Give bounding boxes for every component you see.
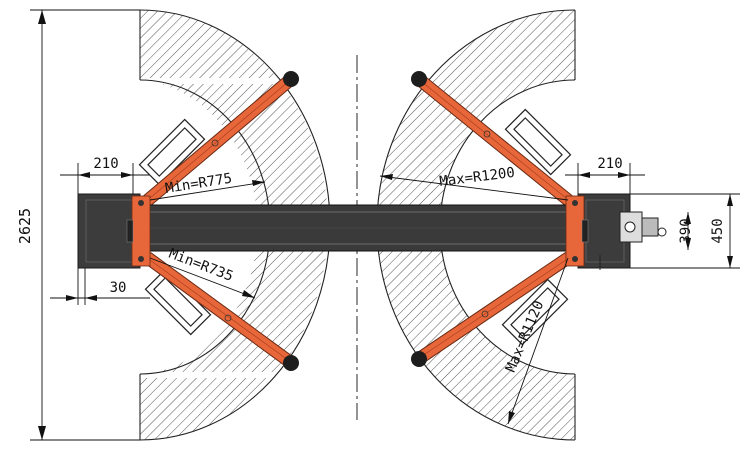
arm-left-upper — [141, 71, 299, 207]
outer-height-label: 450 — [710, 218, 726, 243]
inner-height-dimension: 390 — [630, 193, 700, 269]
lift-arms — [141, 71, 575, 371]
cross-beam — [139, 204, 579, 252]
inner-height-label: 390 — [678, 218, 694, 243]
outer-height-dimension: 450 — [700, 193, 740, 269]
left-post — [77, 193, 151, 269]
power-unit — [599, 211, 667, 270]
right-post-width-label: 210 — [597, 156, 622, 172]
overall-height-dimension: 2625 — [16, 9, 140, 441]
arm-right-upper — [411, 71, 575, 207]
left-post-width-label: 210 — [93, 156, 118, 172]
right-post-width-dimension: 210 — [565, 156, 645, 196]
overall-height-label: 2625 — [16, 208, 34, 244]
lift-pads — [138, 108, 572, 346]
post-offset-label: 30 — [110, 280, 127, 296]
arm-left-lower — [141, 251, 299, 371]
right-post — [565, 193, 667, 270]
left-post-width-dimension: 210 — [60, 156, 150, 196]
post-offset-dimension: 30 — [50, 268, 150, 305]
arm-right-lower — [411, 251, 575, 367]
